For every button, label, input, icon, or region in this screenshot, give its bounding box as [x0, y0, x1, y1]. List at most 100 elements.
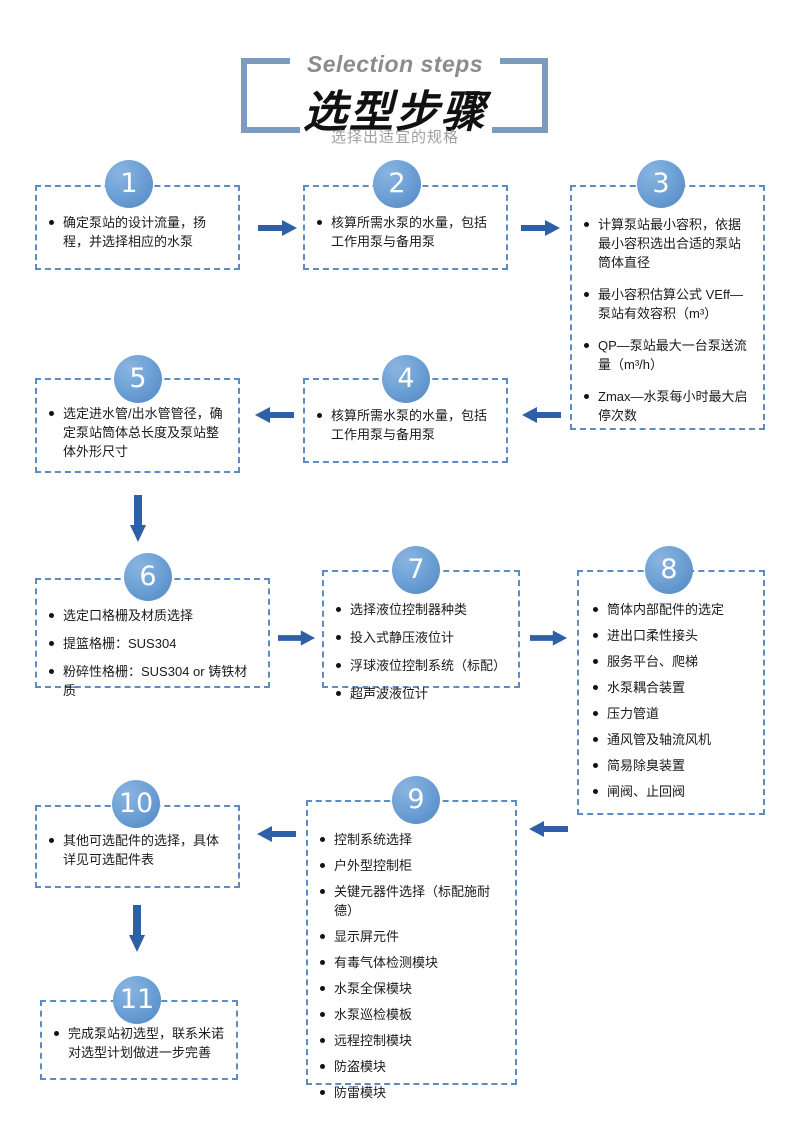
step-badge-8: 8	[645, 546, 693, 594]
list-item: 选择液位控制器种类	[336, 600, 510, 619]
bullet-text: 超声波液位计	[350, 686, 429, 701]
bullet-dot	[336, 607, 341, 612]
list-item: 完成泵站初选型，联系米诺对选型计划做进一步完善	[54, 1024, 224, 1062]
bullet-text: 核算所需水泵的水量，包括工作用泵与备用泵	[331, 215, 488, 249]
bullet-text: 关键元器件选择（标配施耐德）	[334, 884, 491, 918]
step-box-8[interactable]: 筒体内部配件的选定 进出口柔性接头 服务平台、爬梯 水泵耦合装置 压力管道 通风…	[577, 570, 765, 815]
step-2-bullets: 核算所需水泵的水量，包括工作用泵与备用泵	[305, 187, 506, 251]
list-item: 最小容积估算公式 VEff—泵站有效容积（m³）	[584, 285, 753, 323]
header-frame-bottom-gap	[300, 124, 492, 146]
step-5-bullets: 选定进水管/出水管管径，确定泵站筒体总长度及泵站整体外形尺寸	[37, 380, 238, 461]
bullet-dot	[320, 863, 325, 868]
bullet-text: 计算泵站最小容积，依据最小容积选出合适的泵站筒体直径	[598, 217, 742, 270]
step-8-bullets: 筒体内部配件的选定 进出口柔性接头 服务平台、爬梯 水泵耦合装置 压力管道 通风…	[579, 572, 763, 801]
step-badge-5: 5	[114, 355, 162, 403]
list-item: 核算所需水泵的水量，包括工作用泵与备用泵	[317, 406, 492, 444]
bullet-text: 闸阀、止回阀	[607, 784, 686, 799]
header: Selection steps 选型步骤 选择出适宜的规格	[0, 18, 790, 146]
step-4-bullets: 核算所需水泵的水量，包括工作用泵与备用泵	[305, 380, 506, 444]
bullet-text: 确定泵站的设计流量，扬程，并选择相应的水泵	[63, 215, 207, 249]
bullet-dot	[54, 1031, 59, 1036]
header-subtitle: 选择出适宜的规格	[330, 129, 459, 146]
bullet-dot	[320, 889, 325, 894]
step-box-7[interactable]: 选择液位控制器种类 投入式静压液位计 浮球液位控制系统（标配） 超声波液位计	[322, 570, 520, 701]
bullet-text: 核算所需水泵的水量，包括工作用泵与备用泵	[331, 408, 488, 442]
list-item: 防盗模块	[320, 1057, 509, 1076]
bullet-text: 水泵全保模块	[334, 981, 413, 996]
list-item: 关键元器件选择（标配施耐德）	[320, 882, 509, 920]
bullet-text: 户外型控制柜	[334, 858, 413, 873]
bullet-text: 进出口柔性接头	[607, 628, 699, 643]
bullet-text: 防雷模块	[334, 1085, 387, 1100]
bullet-dot	[593, 607, 598, 612]
bullet-text: 筒体内部配件的选定	[607, 602, 725, 617]
step-badge-1: 1	[105, 160, 153, 208]
arrow-6-to-7	[278, 629, 316, 647]
step-box-9[interactable]: 控制系统选择 户外型控制柜 关键元器件选择（标配施耐德） 显示屏元件 有毒气体检…	[306, 800, 517, 1100]
bullet-text: 通风管及轴流风机	[607, 732, 712, 747]
step-10-bullets: 其他可选配件的选择，具体详见可选配件表	[37, 807, 238, 869]
step-badge-3: 3	[637, 160, 685, 208]
arrow-1-to-2	[258, 219, 298, 237]
bullet-dot	[593, 737, 598, 742]
bullet-dot	[320, 934, 325, 939]
bullet-dot	[320, 1012, 325, 1017]
bullet-dot	[320, 1090, 325, 1095]
step-11-bullets: 完成泵站初选型，联系米诺对选型计划做进一步完善	[42, 1002, 236, 1062]
list-item: 服务平台、爬梯	[593, 652, 755, 671]
list-item: 有毒气体检测模块	[320, 953, 509, 972]
arrow-7-to-8	[530, 629, 568, 647]
list-item: 粉碎性格栅：SUS304 or 铸铁材质	[49, 662, 260, 700]
list-item: Zmax—水泵每小时最大启停次数	[584, 387, 753, 425]
bullet-text: 选定口格栅及材质选择	[63, 608, 194, 623]
arrow-2-to-3	[521, 219, 561, 237]
arrow-9-to-10	[255, 825, 297, 843]
list-item: 选定进水管/出水管管径，确定泵站筒体总长度及泵站整体外形尺寸	[49, 404, 224, 461]
bullet-dot	[584, 222, 589, 227]
bullet-text: 远程控制模块	[334, 1033, 413, 1048]
list-item: 远程控制模块	[320, 1031, 509, 1050]
step-7-bullets: 选择液位控制器种类 投入式静压液位计 浮球液位控制系统（标配） 超声波液位计	[324, 572, 518, 703]
bullet-text: Zmax—水泵每小时最大启停次数	[598, 389, 748, 423]
bullet-dot	[593, 633, 598, 638]
bullet-text: 服务平台、爬梯	[607, 654, 699, 669]
bullet-dot	[320, 837, 325, 842]
bullet-dot	[320, 986, 325, 991]
bullet-text: 最小容积估算公式 VEff—泵站有效容积（m³）	[598, 287, 743, 321]
step-6-bullets: 选定口格栅及材质选择 提篮格栅：SUS304 粉碎性格栅：SUS304 or 铸…	[37, 580, 268, 700]
bullet-dot	[320, 1064, 325, 1069]
bullet-dot	[584, 394, 589, 399]
step-badge-11: 11	[113, 976, 161, 1024]
bullet-dot	[584, 343, 589, 348]
list-item: 计算泵站最小容积，依据最小容积选出合适的泵站筒体直径	[584, 215, 753, 272]
bullet-text: 提篮格栅：SUS304	[63, 636, 177, 651]
list-item: 进出口柔性接头	[593, 626, 755, 645]
arrow-8-to-9	[527, 820, 569, 838]
step-box-6[interactable]: 选定口格栅及材质选择 提篮格栅：SUS304 粉碎性格栅：SUS304 or 铸…	[35, 578, 270, 698]
list-item: 水泵全保模块	[320, 979, 509, 998]
bullet-text: 完成泵站初选型，联系米诺对选型计划做进一步完善	[68, 1026, 225, 1060]
list-item: 闸阀、止回阀	[593, 782, 755, 801]
arrow-10-to-11	[128, 905, 146, 953]
step-3-bullets: 计算泵站最小容积，依据最小容积选出合适的泵站筒体直径 最小容积估算公式 VEff…	[572, 187, 763, 425]
bullet-text: 显示屏元件	[334, 929, 400, 944]
bullet-dot	[336, 691, 341, 696]
bullet-text: 压力管道	[607, 706, 660, 721]
bullet-text: 水泵巡检模板	[334, 1007, 413, 1022]
bullet-dot	[49, 669, 54, 674]
bullet-dot	[49, 220, 54, 225]
step-box-3[interactable]: 计算泵站最小容积，依据最小容积选出合适的泵站筒体直径 最小容积估算公式 VEff…	[570, 185, 765, 430]
list-item: 通风管及轴流风机	[593, 730, 755, 749]
list-item: 其他可选配件的选择，具体详见可选配件表	[49, 831, 224, 869]
list-item: 水泵巡检模板	[320, 1005, 509, 1024]
bullet-text: 控制系统选择	[334, 832, 413, 847]
bullet-dot	[49, 838, 54, 843]
bullet-dot	[336, 663, 341, 668]
list-item: 投入式静压液位计	[336, 628, 510, 647]
bullet-text: 选择液位控制器种类	[350, 602, 468, 617]
step-9-bullets: 控制系统选择 户外型控制柜 关键元器件选择（标配施耐德） 显示屏元件 有毒气体检…	[308, 802, 515, 1102]
header-frame-top-gap	[290, 50, 500, 74]
bullet-text: 浮球液位控制系统（标配）	[350, 658, 507, 673]
arrow-4-to-5	[254, 406, 294, 424]
